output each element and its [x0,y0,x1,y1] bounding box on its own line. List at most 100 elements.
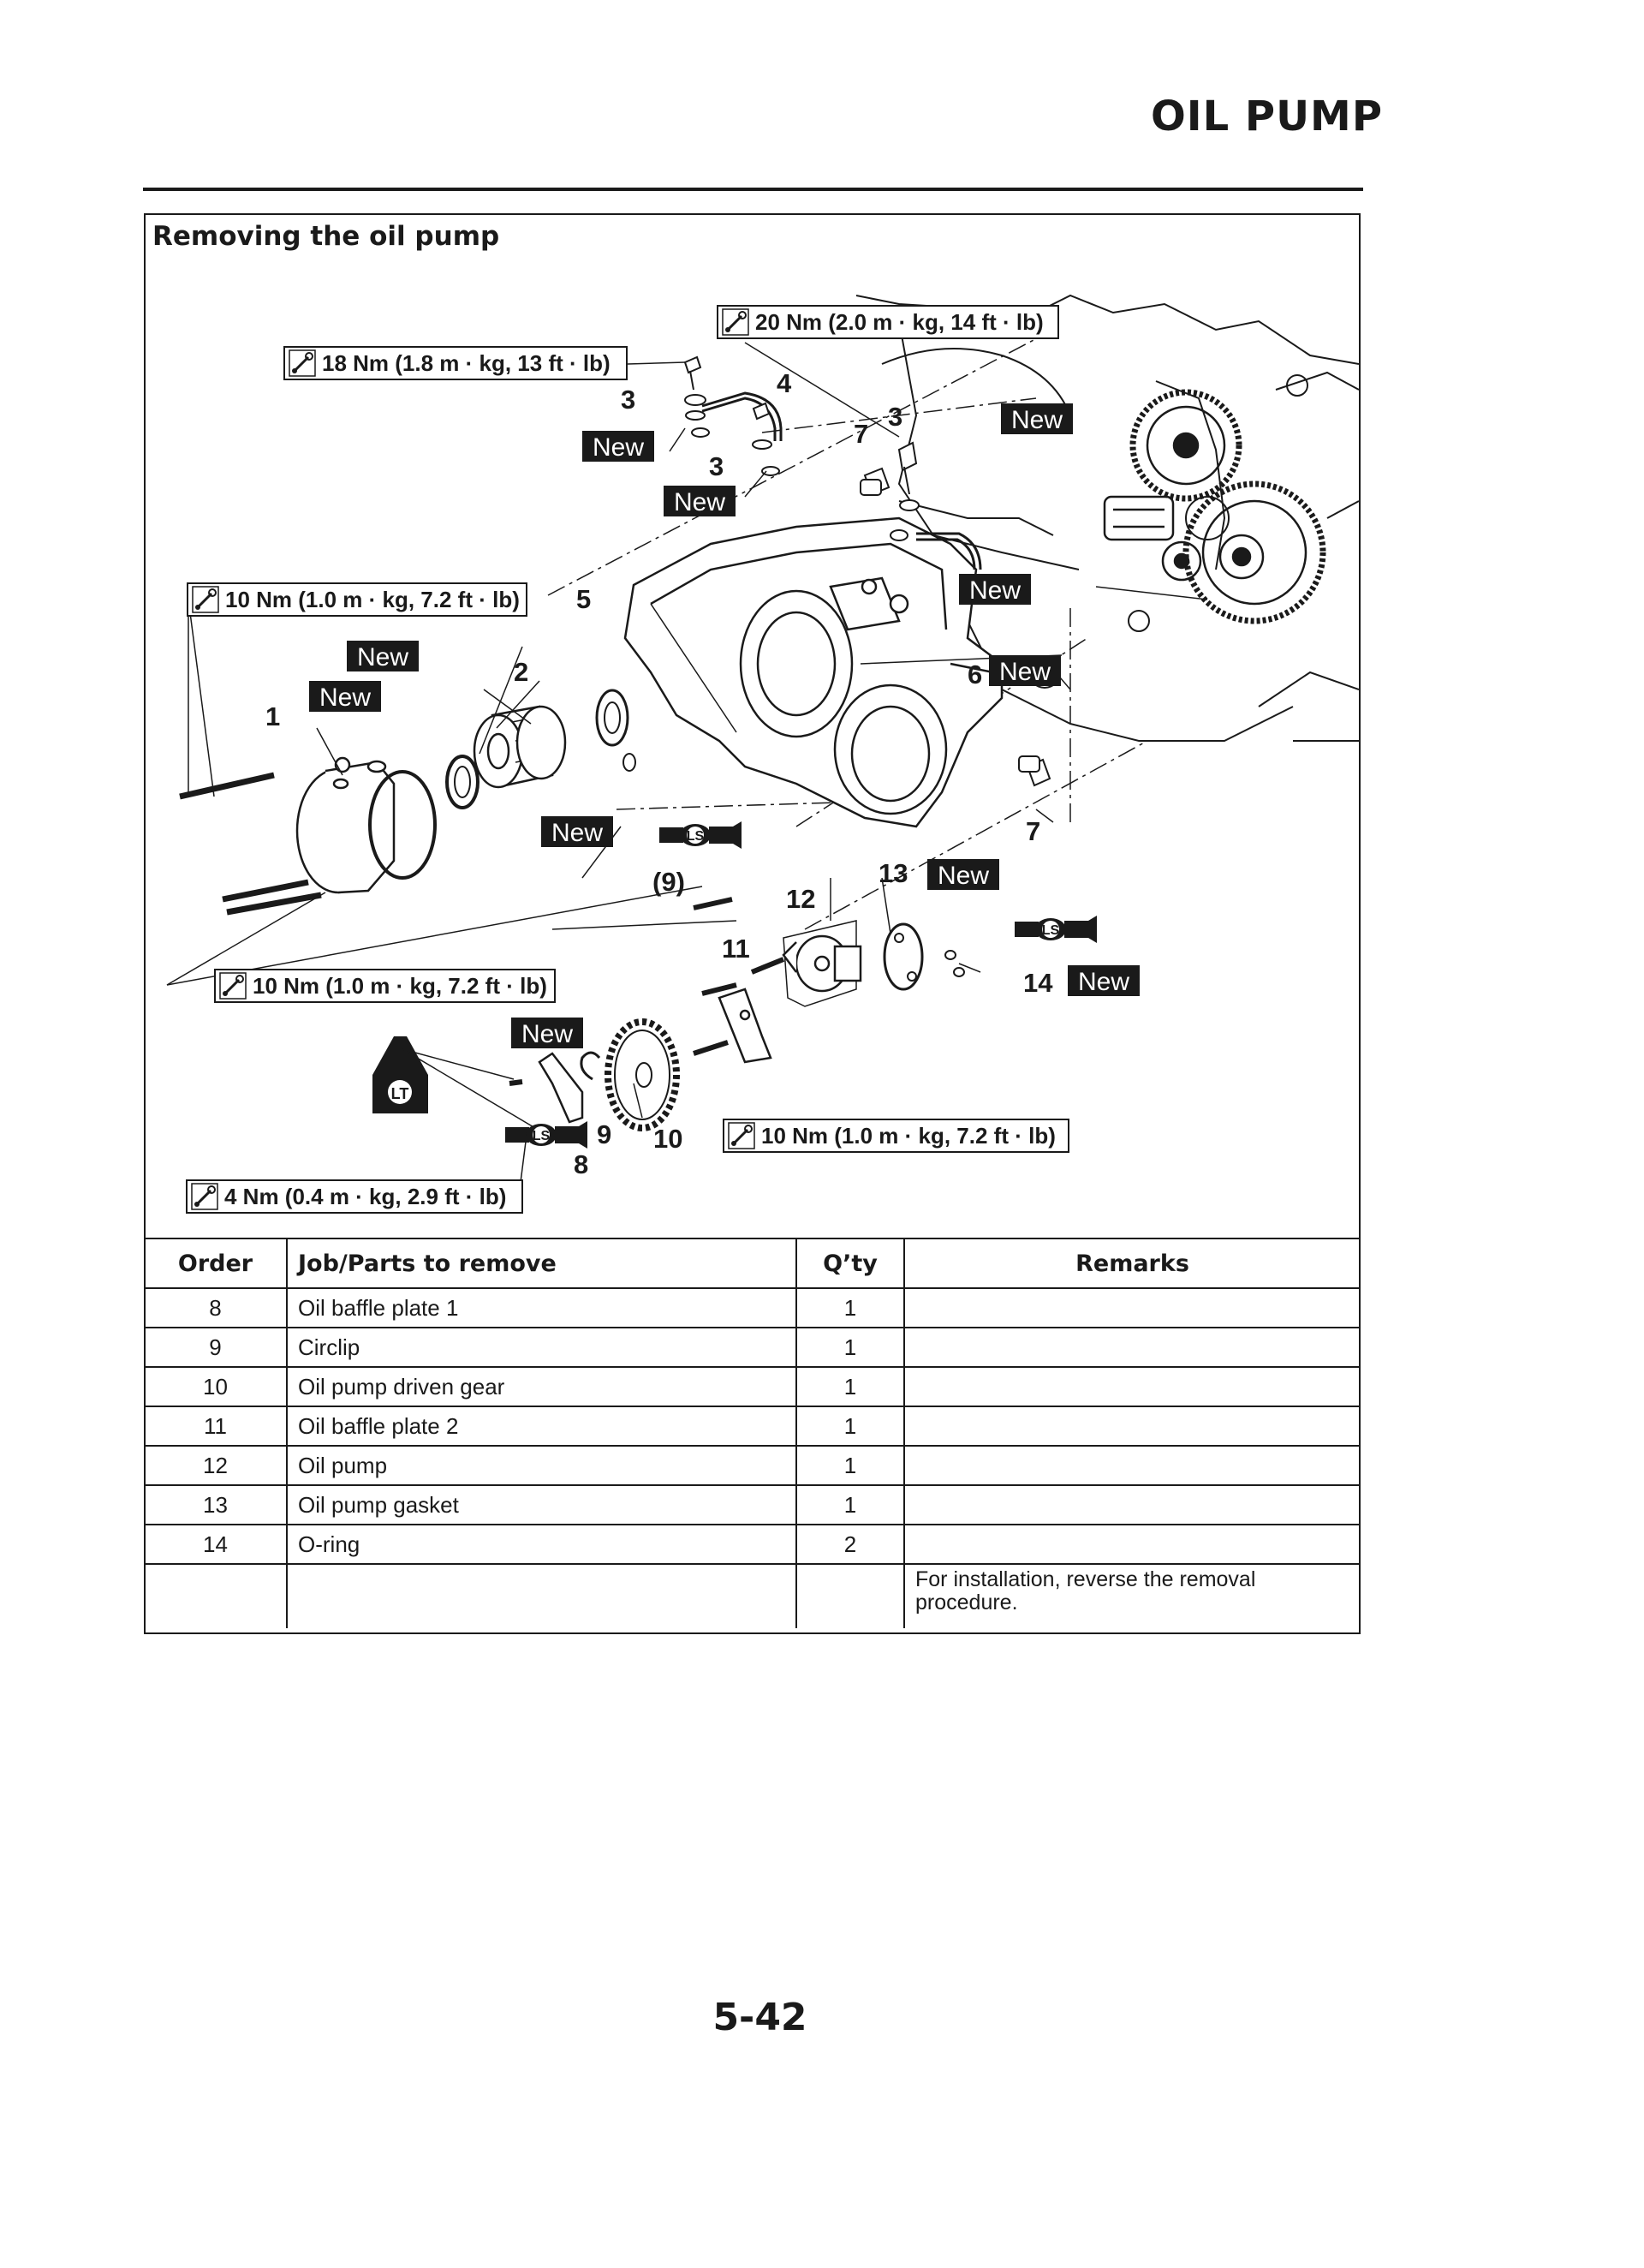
installation-remark: For installation, reverse the removal pr… [903,1563,1360,1628]
cell-qty: 1 [795,1327,905,1368]
callout-5: 5 [576,584,591,614]
torque-spec-10nm-left: 10 Nm (1.0 m · kg, 7.2 ft · lb) [214,969,556,1003]
section-title: Removing the oil pump [152,221,500,252]
callout-11: 11 [722,934,750,964]
oil-filter [473,705,567,789]
exploded-diagram: LT LS LS LS [146,261,1359,1238]
dowel-pins [860,479,1040,773]
oil-pump [782,920,862,1007]
o-ring-small [445,755,480,809]
callout-3b: 3 [709,451,724,481]
pump-bolt [750,957,785,975]
o-ring-14b [953,967,965,977]
callout-8: 8 [574,1149,588,1179]
callout-9: 9 [597,1119,611,1149]
new-badge-5: New [989,655,1061,686]
cell-remarks [903,1287,1360,1328]
page-number: 5-42 [712,1996,807,2039]
svg-text:New: New [357,643,408,671]
page-title: OIL PUMP [1150,93,1383,140]
cell-order-empty [145,1563,288,1628]
cell-job: O-ring [286,1524,797,1565]
new-badge-4: New [959,574,1031,605]
cell-job-empty [286,1563,797,1628]
cell-order: 10 [145,1366,288,1407]
callout-12: 12 [786,884,815,914]
new-badge-9: New [927,859,999,890]
pump-bolt-2 [693,1040,729,1056]
table-row: 11 Oil baffle plate 2 1 [145,1406,1360,1447]
svg-text:New: New [999,658,1051,686]
callout-9-paren: (9) [652,867,685,897]
torque-spec-4nm: 4 Nm (0.4 m · kg, 2.9 ft · lb) [186,1179,523,1214]
cell-qty: 2 [795,1524,905,1565]
new-badge-10: New [1068,965,1140,996]
callout-10: 10 [653,1124,682,1154]
o-ring-large [368,770,437,880]
svg-text:LS: LS [1042,923,1060,938]
svg-text:New: New [969,576,1021,605]
table-row: 13 Oil pump gasket 1 [145,1484,1360,1525]
cell-order: 14 [145,1524,288,1565]
svg-text:New: New [551,819,603,847]
header-remarks: Remarks [903,1238,1360,1289]
callout-4: 4 [777,368,792,398]
new-badge-7: New [309,681,381,712]
svg-text:New: New [1078,968,1129,996]
o-ring-14a [944,950,956,960]
small-o-ring [622,753,636,772]
svg-text:New: New [521,1020,573,1048]
header-order: Order [145,1238,288,1289]
callout-13: 13 [879,858,908,888]
new-badge-8: New [541,816,613,847]
svg-text:New: New [593,433,644,462]
cell-remarks [903,1406,1360,1447]
callout-7b: 7 [1026,816,1040,846]
header-rule [143,188,1363,191]
lubricant-symbol-3: LS [1015,916,1097,943]
svg-text:10 Nm (1.0 m · kg, 7.2 ft · lb: 10 Nm (1.0 m · kg, 7.2 ft · lb) [761,1123,1056,1149]
baffle-plate-1 [509,1052,584,1137]
locking-agent-bottle: LT [372,1036,428,1113]
cell-qty: 1 [795,1366,905,1407]
svg-text:New: New [319,683,371,712]
svg-text:New: New [938,862,989,890]
table-row: 9 Circlip 1 [145,1327,1360,1368]
torque-spec-10nm-right: 10 Nm (1.0 m · kg, 7.2 ft · lb) [723,1119,1069,1153]
table-row: 10 Oil pump driven gear 1 [145,1366,1360,1407]
cell-order: 8 [145,1287,288,1328]
cell-job: Oil pump [286,1445,797,1486]
table-row: 8 Oil baffle plate 1 1 [145,1287,1360,1328]
lubricant-symbol-2: LS [659,821,742,849]
table-row: 12 Oil pump 1 [145,1445,1360,1486]
table-footer-row: For installation, reverse the removal pr… [145,1563,1360,1628]
content-frame [144,213,1361,1634]
cell-order: 11 [145,1406,288,1447]
cell-job: Oil pump gasket [286,1484,797,1525]
svg-text:New: New [1011,406,1063,434]
cell-remarks [903,1366,1360,1407]
diagram-canvas: LT LS LS LS [166,294,1359,1214]
circlip [580,1051,601,1081]
callout-3a: 3 [621,385,635,415]
cell-qty-empty [795,1563,905,1628]
cell-job: Oil baffle plate 2 [286,1406,797,1447]
cell-order: 12 [145,1445,288,1486]
cell-job: Circlip [286,1327,797,1368]
header-job: Job/Parts to remove [286,1238,797,1289]
table-header-row: Order Job/Parts to remove Q’ty Remarks [145,1238,1360,1289]
svg-text:20 Nm (2.0 m · kg, 14 ft · lb): 20 Nm (2.0 m · kg, 14 ft · lb) [755,309,1044,335]
cell-qty: 1 [795,1484,905,1525]
cell-remarks [903,1484,1360,1525]
filter-cover-bolt [693,897,733,910]
oil-seal [595,689,629,747]
cell-remarks [903,1327,1360,1368]
new-badge-2: New [664,486,736,516]
oil-pump-driven-gear [605,1018,680,1131]
leader-lines [166,342,1208,1183]
callout-2: 2 [514,657,528,687]
parts-table: Order Job/Parts to remove Q’ty Remarks 8… [145,1238,1360,1628]
svg-text:LS: LS [533,1129,551,1143]
svg-text:LS: LS [687,829,705,844]
svg-text:10 Nm (1.0 m · kg, 7.2 ft · lb: 10 Nm (1.0 m · kg, 7.2 ft · lb) [225,587,520,612]
